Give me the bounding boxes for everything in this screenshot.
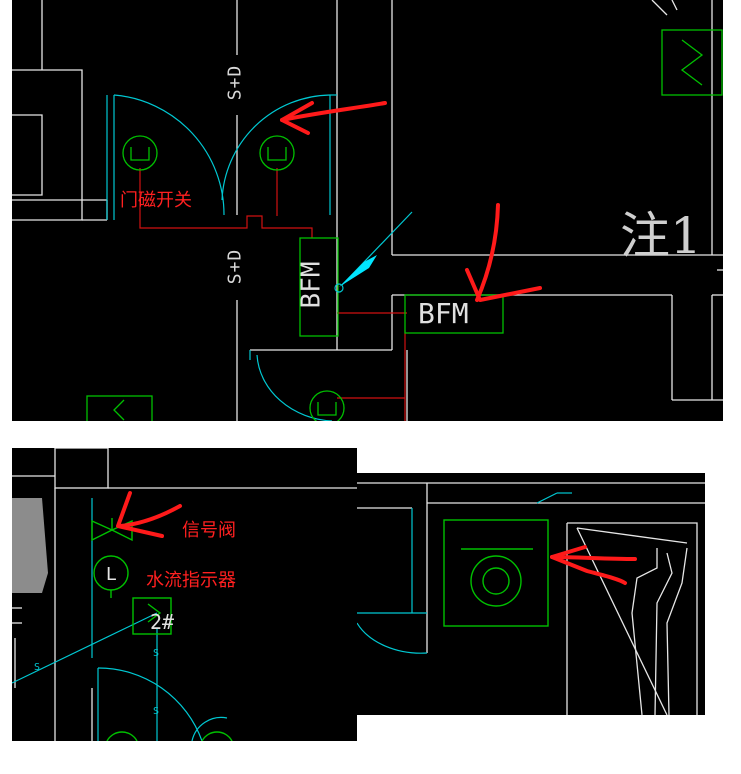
wiring <box>139 168 407 421</box>
gray-wall-block <box>12 498 48 593</box>
cad-panel-bottom-left: L S S S 信号阀 水流指示器 2# <box>12 448 357 741</box>
floor-plan-top <box>12 0 723 421</box>
cyan-pointer-icon <box>334 211 413 293</box>
pipe-label-lower: S+D <box>224 248 246 285</box>
bottom-device-arcs <box>106 731 233 741</box>
walls-bottom-left <box>12 448 357 741</box>
walls-top <box>12 0 723 421</box>
module-box-symbol <box>86 29 723 421</box>
room-note: 注1 <box>620 207 702 265</box>
riser-detail: L S S S <box>12 448 357 741</box>
red-arrow-icon <box>116 491 182 538</box>
red-arrow-icon <box>280 101 542 302</box>
pipe-tags: S S S <box>34 648 159 717</box>
signal-valve-label: 信号阀 <box>182 520 236 541</box>
flow-indicator-label: 水流指示器 <box>146 570 236 591</box>
pipe-label-upper: S+D <box>224 64 246 101</box>
riser-box-symbol <box>132 597 172 635</box>
red-arrow-icon <box>550 545 637 585</box>
cad-panel-bottom-right <box>357 473 705 715</box>
bfm-vertical-label: BFM <box>296 261 327 309</box>
flow-indicator-letter: L <box>106 564 116 585</box>
flow-indicator-symbol: L <box>93 555 129 598</box>
pipe-tag-3: S <box>153 706 159 717</box>
pipe-tag-2: S <box>153 648 159 659</box>
bfm-horizontal-label: BFM <box>418 297 469 330</box>
door-swings <box>106 94 337 421</box>
cad-panel-top: S+D S+D 门磁开关 BFM BFM 注1 <box>12 0 723 421</box>
door-sensor-label: 门磁开关 <box>120 190 192 211</box>
walls-bottom-right <box>357 482 705 715</box>
riser-label: 2# <box>150 610 175 634</box>
pipe-tag-1: S <box>34 662 40 673</box>
door-contact-symbol <box>122 135 345 421</box>
door-swing-br <box>357 492 572 654</box>
equipment-detail <box>357 482 705 715</box>
device-symbol <box>443 519 549 627</box>
